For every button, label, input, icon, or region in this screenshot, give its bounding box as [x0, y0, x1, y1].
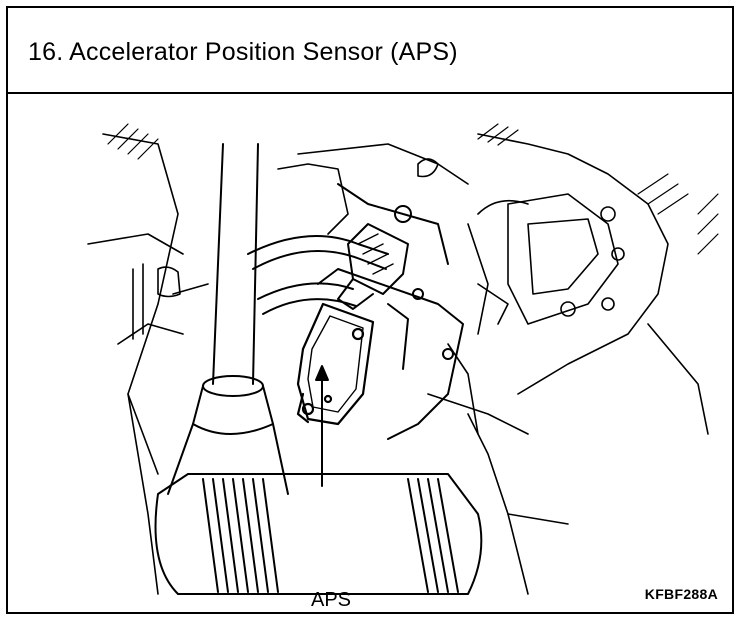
aps-illustration [87, 123, 719, 595]
hatching [107, 123, 719, 255]
aps-callout-label: APS [311, 589, 352, 611]
wire-harness [247, 235, 389, 315]
section-header: 16. Accelerator Position Sensor (APS) [8, 8, 732, 94]
dashboard-outline [87, 133, 709, 475]
aps-sensor [296, 302, 375, 426]
floor-outline [127, 343, 569, 595]
brake-pedal-pad [154, 473, 483, 595]
illustration-area: APS KFBF288A [8, 94, 732, 612]
document-frame: 16. Accelerator Position Sensor (APS) [6, 6, 734, 614]
aps-connector [337, 223, 409, 310]
callout-arrow [315, 365, 329, 487]
mounting-bracket [317, 183, 464, 440]
pedal-arm [167, 143, 289, 495]
figure-code: KFBF288A [644, 586, 718, 602]
section-title: 16. Accelerator Position Sensor (APS) [28, 38, 458, 66]
